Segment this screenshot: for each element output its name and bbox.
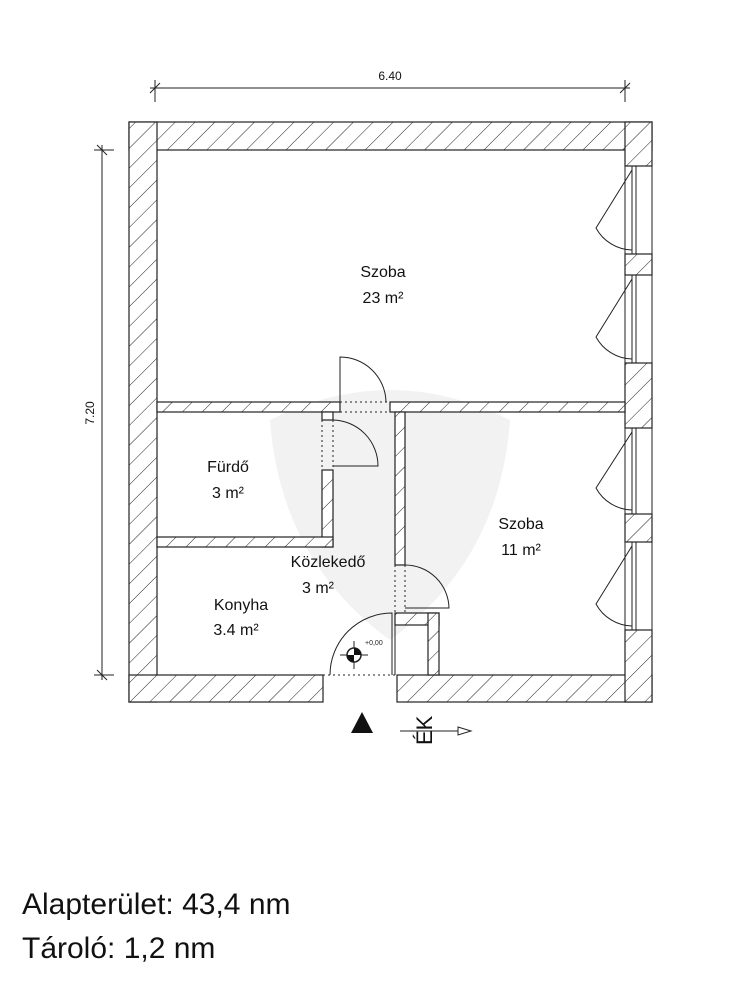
window	[595, 274, 653, 364]
room-name: Fürdő	[207, 459, 249, 476]
room-name: Konyha	[214, 597, 268, 614]
door-furdo	[332, 419, 379, 467]
door-szoba-small	[404, 564, 450, 609]
entrance-arrow-icon	[351, 712, 373, 733]
room-area: 3.4 m²	[213, 622, 259, 639]
room-area: 23 m²	[363, 290, 405, 307]
storage-summary: Tároló: 1,2 nm	[22, 932, 216, 965]
room-area: 11 m²	[501, 542, 541, 559]
window	[595, 165, 653, 255]
windows	[595, 165, 653, 631]
dimension-height	[94, 144, 114, 681]
width-label: 6.40	[378, 69, 402, 83]
room-area: 3 m²	[302, 580, 335, 597]
level-mark-icon	[340, 641, 368, 669]
room-name: Szoba	[360, 264, 405, 281]
height-label: 7.20	[83, 401, 97, 425]
orientation-label: ÉK	[412, 715, 437, 745]
window	[595, 427, 653, 515]
door-szoba-large	[339, 356, 387, 403]
window	[595, 541, 653, 631]
room-name: Közlekedő	[291, 554, 366, 571]
dimension-width	[149, 80, 631, 102]
room-area: 3 m²	[212, 485, 245, 502]
watermark-logo	[270, 390, 510, 640]
walls	[128, 121, 653, 703]
doors	[321, 356, 450, 676]
level-mark-label: +0,00	[365, 640, 383, 647]
floor-area-summary: Alapterület: 43,4 nm	[22, 888, 291, 921]
door-entrance	[329, 612, 393, 676]
orientation-arrow-icon	[400, 726, 473, 736]
room-name: Szoba	[498, 516, 543, 533]
